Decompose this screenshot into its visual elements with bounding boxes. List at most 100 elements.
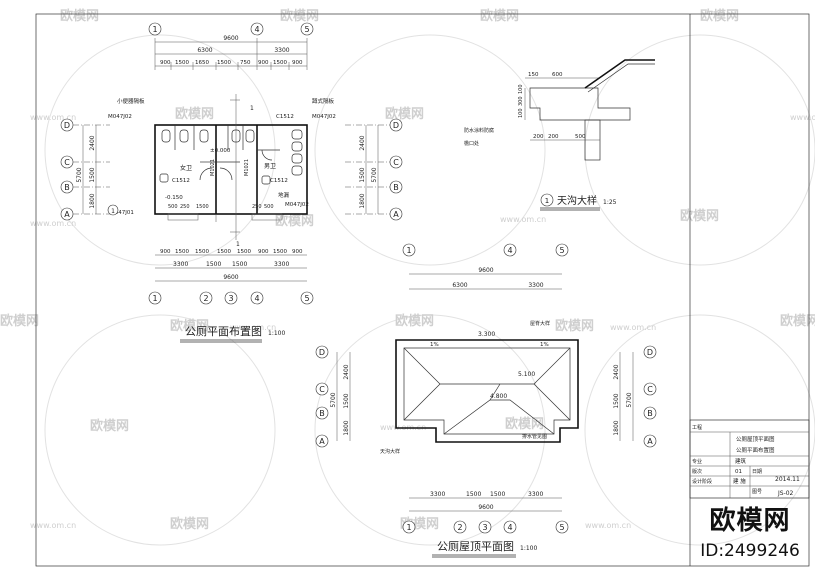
svg-text:M047J02: M047J02 — [108, 114, 132, 120]
svg-text:M1021: M1021 — [210, 159, 216, 176]
svg-text:1500: 1500 — [237, 249, 251, 255]
svg-text:C: C — [393, 158, 399, 167]
svg-text:C: C — [64, 158, 70, 167]
svg-text:M1021: M1021 — [244, 159, 250, 176]
svg-text:6300: 6300 — [452, 282, 467, 289]
roof-plan-title: 公厕屋顶平面图 — [437, 540, 514, 553]
brand-id: ID:2499246 — [700, 541, 800, 561]
svg-text:3.300: 3.300 — [478, 331, 495, 338]
floor-plan-top-axes: 1 4 5 — [148, 22, 314, 36]
svg-text:1500: 1500 — [613, 393, 620, 408]
svg-text:1: 1 — [406, 246, 411, 255]
roof-plan-left-axes: D C B A — [315, 345, 329, 448]
svg-text:专业: 专业 — [692, 458, 702, 465]
svg-text:9600: 9600 — [478, 504, 493, 511]
watermark: 欧模网 — [555, 318, 594, 334]
dim-text: 1500 — [273, 60, 287, 66]
svg-text:9600: 9600 — [223, 274, 238, 281]
svg-text:1500: 1500 — [196, 204, 209, 210]
svg-text:5700: 5700 — [626, 392, 633, 407]
dim-text: 3300 — [274, 47, 289, 54]
svg-text:1: 1 — [236, 241, 240, 248]
floor-plan-fixtures — [159, 129, 303, 185]
svg-text:3300: 3300 — [173, 261, 188, 268]
dim-text: 1500 — [217, 60, 231, 66]
floor-plan-walls — [154, 124, 308, 215]
detail-title: 天沟大样 — [557, 194, 597, 207]
watermark: 欧模网 — [170, 318, 209, 334]
svg-text:5700: 5700 — [371, 167, 378, 182]
svg-text:2: 2 — [203, 294, 208, 303]
svg-text:5: 5 — [559, 523, 564, 532]
svg-text:4: 4 — [254, 294, 259, 303]
watermark: 欧模网 — [480, 8, 519, 24]
svg-text:1: 1 — [406, 523, 411, 532]
watermark: 欧模网 — [395, 313, 434, 329]
svg-text:B: B — [319, 409, 325, 418]
svg-text:M047J01: M047J01 — [110, 210, 134, 216]
svg-text:3300: 3300 — [528, 491, 543, 498]
svg-text:5700: 5700 — [330, 392, 337, 407]
svg-text:1500: 1500 — [89, 167, 96, 182]
roof-plan-scale: 1:100 — [520, 545, 537, 552]
svg-text:1500: 1500 — [490, 491, 505, 498]
svg-text:1800: 1800 — [613, 420, 620, 435]
axis-label: 4 — [254, 25, 259, 34]
svg-text:C1512: C1512 — [276, 114, 294, 120]
svg-text:檐口处: 檐口处 — [464, 140, 479, 147]
roof-plan: 1 4 5 9600 6300 3300 D C B A 5700 2400 1… — [315, 243, 657, 558]
dim-text: 9600 — [223, 35, 238, 42]
svg-text:3: 3 — [228, 294, 233, 303]
svg-text:图号: 图号 — [752, 489, 762, 495]
roof-plan-bottom-axes: 1 2 3 4 5 — [402, 520, 569, 534]
watermark: 欧模网 — [385, 106, 424, 122]
svg-text:A: A — [319, 437, 325, 446]
svg-text:2400: 2400 — [89, 135, 96, 150]
svg-text:1500: 1500 — [359, 167, 366, 182]
floor-plan-bottom-axes: 1 2 3 4 5 — [148, 291, 314, 305]
svg-text:女卫: 女卫 — [180, 164, 192, 172]
floor-plan-right-axes: D C B A — [389, 118, 403, 221]
svg-text:1500: 1500 — [175, 249, 189, 255]
svg-text:600: 600 — [552, 72, 563, 78]
watermark: 欧模网 — [0, 313, 39, 329]
svg-text:小便器隔板: 小便器隔板 — [117, 97, 145, 105]
svg-text:300: 300 — [518, 96, 524, 106]
axis-label: 1 — [152, 25, 157, 34]
watermark: 欧模网 — [175, 106, 214, 122]
svg-text:500: 500 — [264, 204, 274, 210]
svg-text:9600: 9600 — [478, 267, 493, 274]
svg-text:1800: 1800 — [343, 420, 350, 435]
watermark: 欧模网 — [780, 313, 815, 329]
gutter-detail: 150 600 300 100 100 200 200 500 防水涂料防腐 檐… — [464, 59, 655, 211]
svg-text:1: 1 — [545, 197, 549, 205]
svg-text:屋脊大样: 屋脊大样 — [530, 320, 550, 327]
svg-text:150: 150 — [528, 72, 539, 78]
svg-text:1800: 1800 — [89, 193, 96, 208]
dim-text: 6300 — [197, 47, 212, 54]
watermark: 欧模网 — [280, 8, 319, 24]
svg-text:日期: 日期 — [752, 469, 762, 475]
dim-text: 750 — [240, 60, 251, 66]
svg-text:JS-02: JS-02 — [777, 490, 794, 497]
roof-plan-right-axes: D C B A — [643, 345, 657, 448]
svg-text:900: 900 — [258, 249, 269, 255]
svg-text:C: C — [319, 385, 325, 394]
svg-text:A: A — [393, 210, 399, 219]
svg-text:B: B — [64, 183, 70, 192]
svg-text:1500: 1500 — [273, 249, 287, 255]
svg-text:1500: 1500 — [206, 261, 221, 268]
dim-text: 900 — [258, 60, 269, 66]
svg-text:1500: 1500 — [217, 249, 231, 255]
svg-text:5: 5 — [559, 246, 564, 255]
svg-text:5700: 5700 — [76, 167, 83, 182]
svg-text:200: 200 — [533, 134, 544, 140]
roof-outline — [395, 339, 579, 443]
svg-text:500: 500 — [168, 204, 178, 210]
svg-text:1: 1 — [152, 294, 157, 303]
svg-text:B: B — [393, 183, 399, 192]
brand-logo: 欧模网 — [709, 506, 791, 536]
floor-plan-scale: 1:100 — [268, 330, 285, 337]
watermark: 欧模网 — [505, 416, 544, 432]
